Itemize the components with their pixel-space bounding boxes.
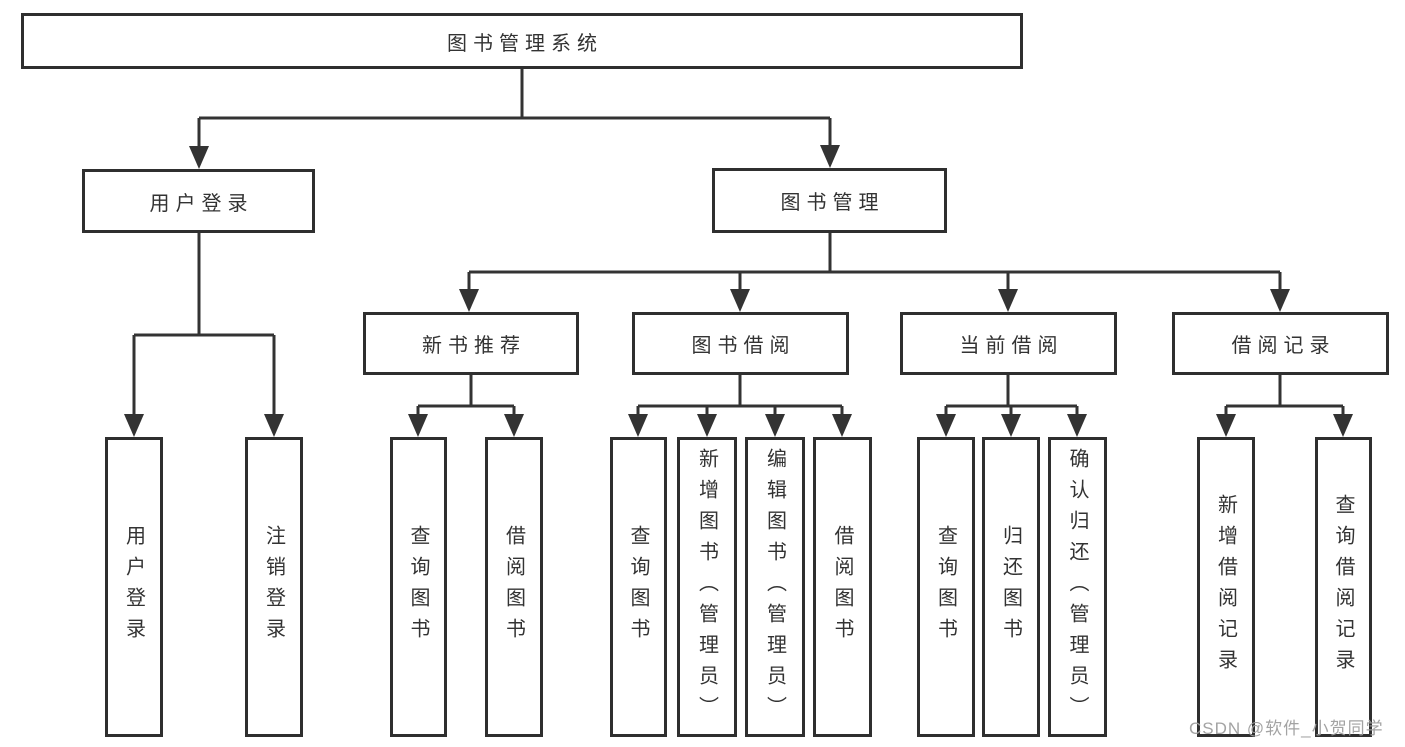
- node-root: 图书管理系统: [21, 13, 1023, 69]
- node-user-login: 用户登录: [82, 169, 315, 233]
- node-book-borrow: 图书借阅: [632, 312, 849, 375]
- leaf-return-book: 归还图书: [982, 437, 1040, 737]
- node-user-login-label: 用户登录: [149, 192, 254, 215]
- leaf-edit-book: 编辑图书（管理员）: [745, 437, 805, 737]
- node-root-label: 图书管理系统: [447, 32, 603, 55]
- arrowhead-icon: [1216, 414, 1236, 437]
- connector-borrow-records-branch: [1224, 374, 1345, 418]
- arrowhead-icon: [504, 414, 524, 437]
- arrowhead-icon: [765, 414, 785, 437]
- arrowhead-icon: [408, 414, 428, 437]
- arrowhead-icon: [730, 289, 750, 312]
- node-book-borrow-label: 图书借阅: [691, 335, 796, 357]
- leaf-user-login-label: 用户登录: [122, 525, 145, 649]
- arrowhead-icon: [189, 146, 209, 169]
- leaf-confirm-return-label: 确认归还（管理员）: [1066, 447, 1088, 727]
- arrowhead-icon: [264, 414, 284, 437]
- connector-current-borrow-branch: [944, 374, 1079, 418]
- arrowhead-icon: [1270, 289, 1290, 312]
- leaf-confirm-return: 确认归还（管理员）: [1048, 437, 1107, 737]
- leaf-query-book-current-label: 查询图书: [934, 525, 957, 649]
- leaf-borrow-book-new-label: 借阅图书: [502, 525, 525, 649]
- connector-book-mgmt-branch: [467, 233, 1282, 294]
- arrowhead-icon: [628, 414, 648, 437]
- arrowhead-icon: [936, 414, 956, 437]
- connector-book-borrow-branch: [636, 374, 844, 418]
- node-new-book-rec: 新书推荐: [363, 312, 579, 375]
- node-current-borrow: 当前借阅: [900, 312, 1117, 375]
- arrowhead-icon: [124, 414, 144, 437]
- arrowhead-icon: [832, 414, 852, 437]
- leaf-query-book-new: 查询图书: [390, 437, 447, 737]
- leaf-user-login: 用户登录: [105, 437, 163, 737]
- node-new-book-rec-label: 新书推荐: [422, 335, 526, 357]
- leaf-add-record: 新增借阅记录: [1197, 437, 1255, 737]
- node-borrow-records-label: 借阅记录: [1231, 335, 1336, 357]
- leaf-add-book-label: 新增图书（管理员）: [695, 447, 718, 727]
- arrowhead-icon: [1001, 414, 1021, 437]
- leaf-add-record-label: 新增借阅记录: [1214, 494, 1237, 680]
- leaf-query-record-label: 查询借阅记录: [1332, 494, 1354, 680]
- node-current-borrow-label: 当前借阅: [959, 335, 1064, 357]
- csdn-watermark: CSDN @软件_小贺同学: [1189, 719, 1384, 738]
- arrowhead-icon: [820, 145, 840, 168]
- leaf-borrow-book-new: 借阅图书: [485, 437, 543, 737]
- leaf-return-book-label: 归还图书: [999, 525, 1022, 649]
- arrowhead-icon: [998, 289, 1018, 312]
- leaf-query-book-new-label: 查询图书: [407, 525, 429, 649]
- connector-root-branch: [197, 68, 832, 150]
- leaf-query-record: 查询借阅记录: [1315, 437, 1372, 737]
- leaf-logout-label: 注销登录: [262, 525, 285, 649]
- arrowhead-icon: [1333, 414, 1353, 437]
- arrowhead-icon: [459, 289, 479, 312]
- leaf-query-book-current: 查询图书: [917, 437, 975, 737]
- leaf-query-book-borrow-label: 查询图书: [627, 525, 649, 649]
- arrowhead-icon: [1067, 414, 1087, 437]
- arrowhead-icon: [697, 414, 717, 437]
- node-book-mgmt: 图书管理: [712, 168, 947, 233]
- leaf-logout: 注销登录: [245, 437, 303, 737]
- connector-new-book-rec-branch: [416, 374, 516, 418]
- node-borrow-records: 借阅记录: [1172, 312, 1389, 375]
- leaf-edit-book-label: 编辑图书（管理员）: [763, 447, 786, 727]
- leaf-borrow-book: 借阅图书: [813, 437, 872, 737]
- node-book-mgmt-label: 图书管理: [780, 192, 885, 214]
- leaf-borrow-book-label: 借阅图书: [831, 525, 853, 649]
- leaf-query-book-borrow: 查询图书: [610, 437, 667, 737]
- connector-user-login-branch: [132, 233, 276, 418]
- leaf-add-book: 新增图书（管理员）: [677, 437, 737, 737]
